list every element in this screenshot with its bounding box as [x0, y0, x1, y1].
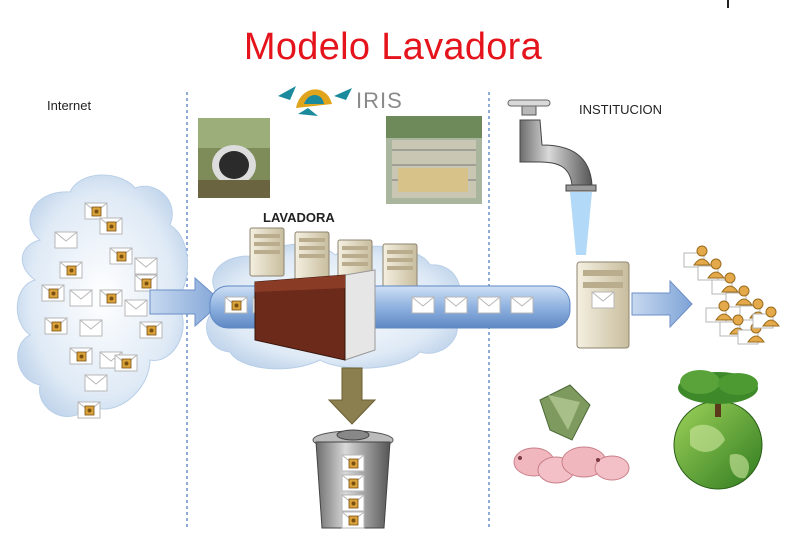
iris-logo-icon	[278, 86, 352, 116]
arrow-to-trash	[327, 367, 377, 425]
earth-tree-icon	[673, 370, 763, 490]
water-treatment-photo	[386, 116, 482, 204]
internet-label: Internet	[47, 98, 92, 113]
piggy-bank-icon	[513, 384, 630, 484]
institution-server-icon	[576, 261, 630, 349]
diagram-title: Modelo Lavadora	[243, 26, 543, 68]
arrow-in	[149, 276, 223, 328]
institucion-label: INSTITUCION	[579, 102, 663, 117]
water-tap-icon	[507, 99, 597, 255]
users-group	[683, 245, 780, 345]
arrow-to-users	[631, 279, 693, 329]
lavadora-label: LAVADORA	[263, 210, 335, 225]
trash-can-icon	[312, 429, 394, 529]
pipe-photo	[198, 118, 270, 198]
filter-box	[254, 269, 376, 361]
top-tick	[727, 0, 729, 8]
iris-logo-text: IRIS	[356, 88, 403, 113]
